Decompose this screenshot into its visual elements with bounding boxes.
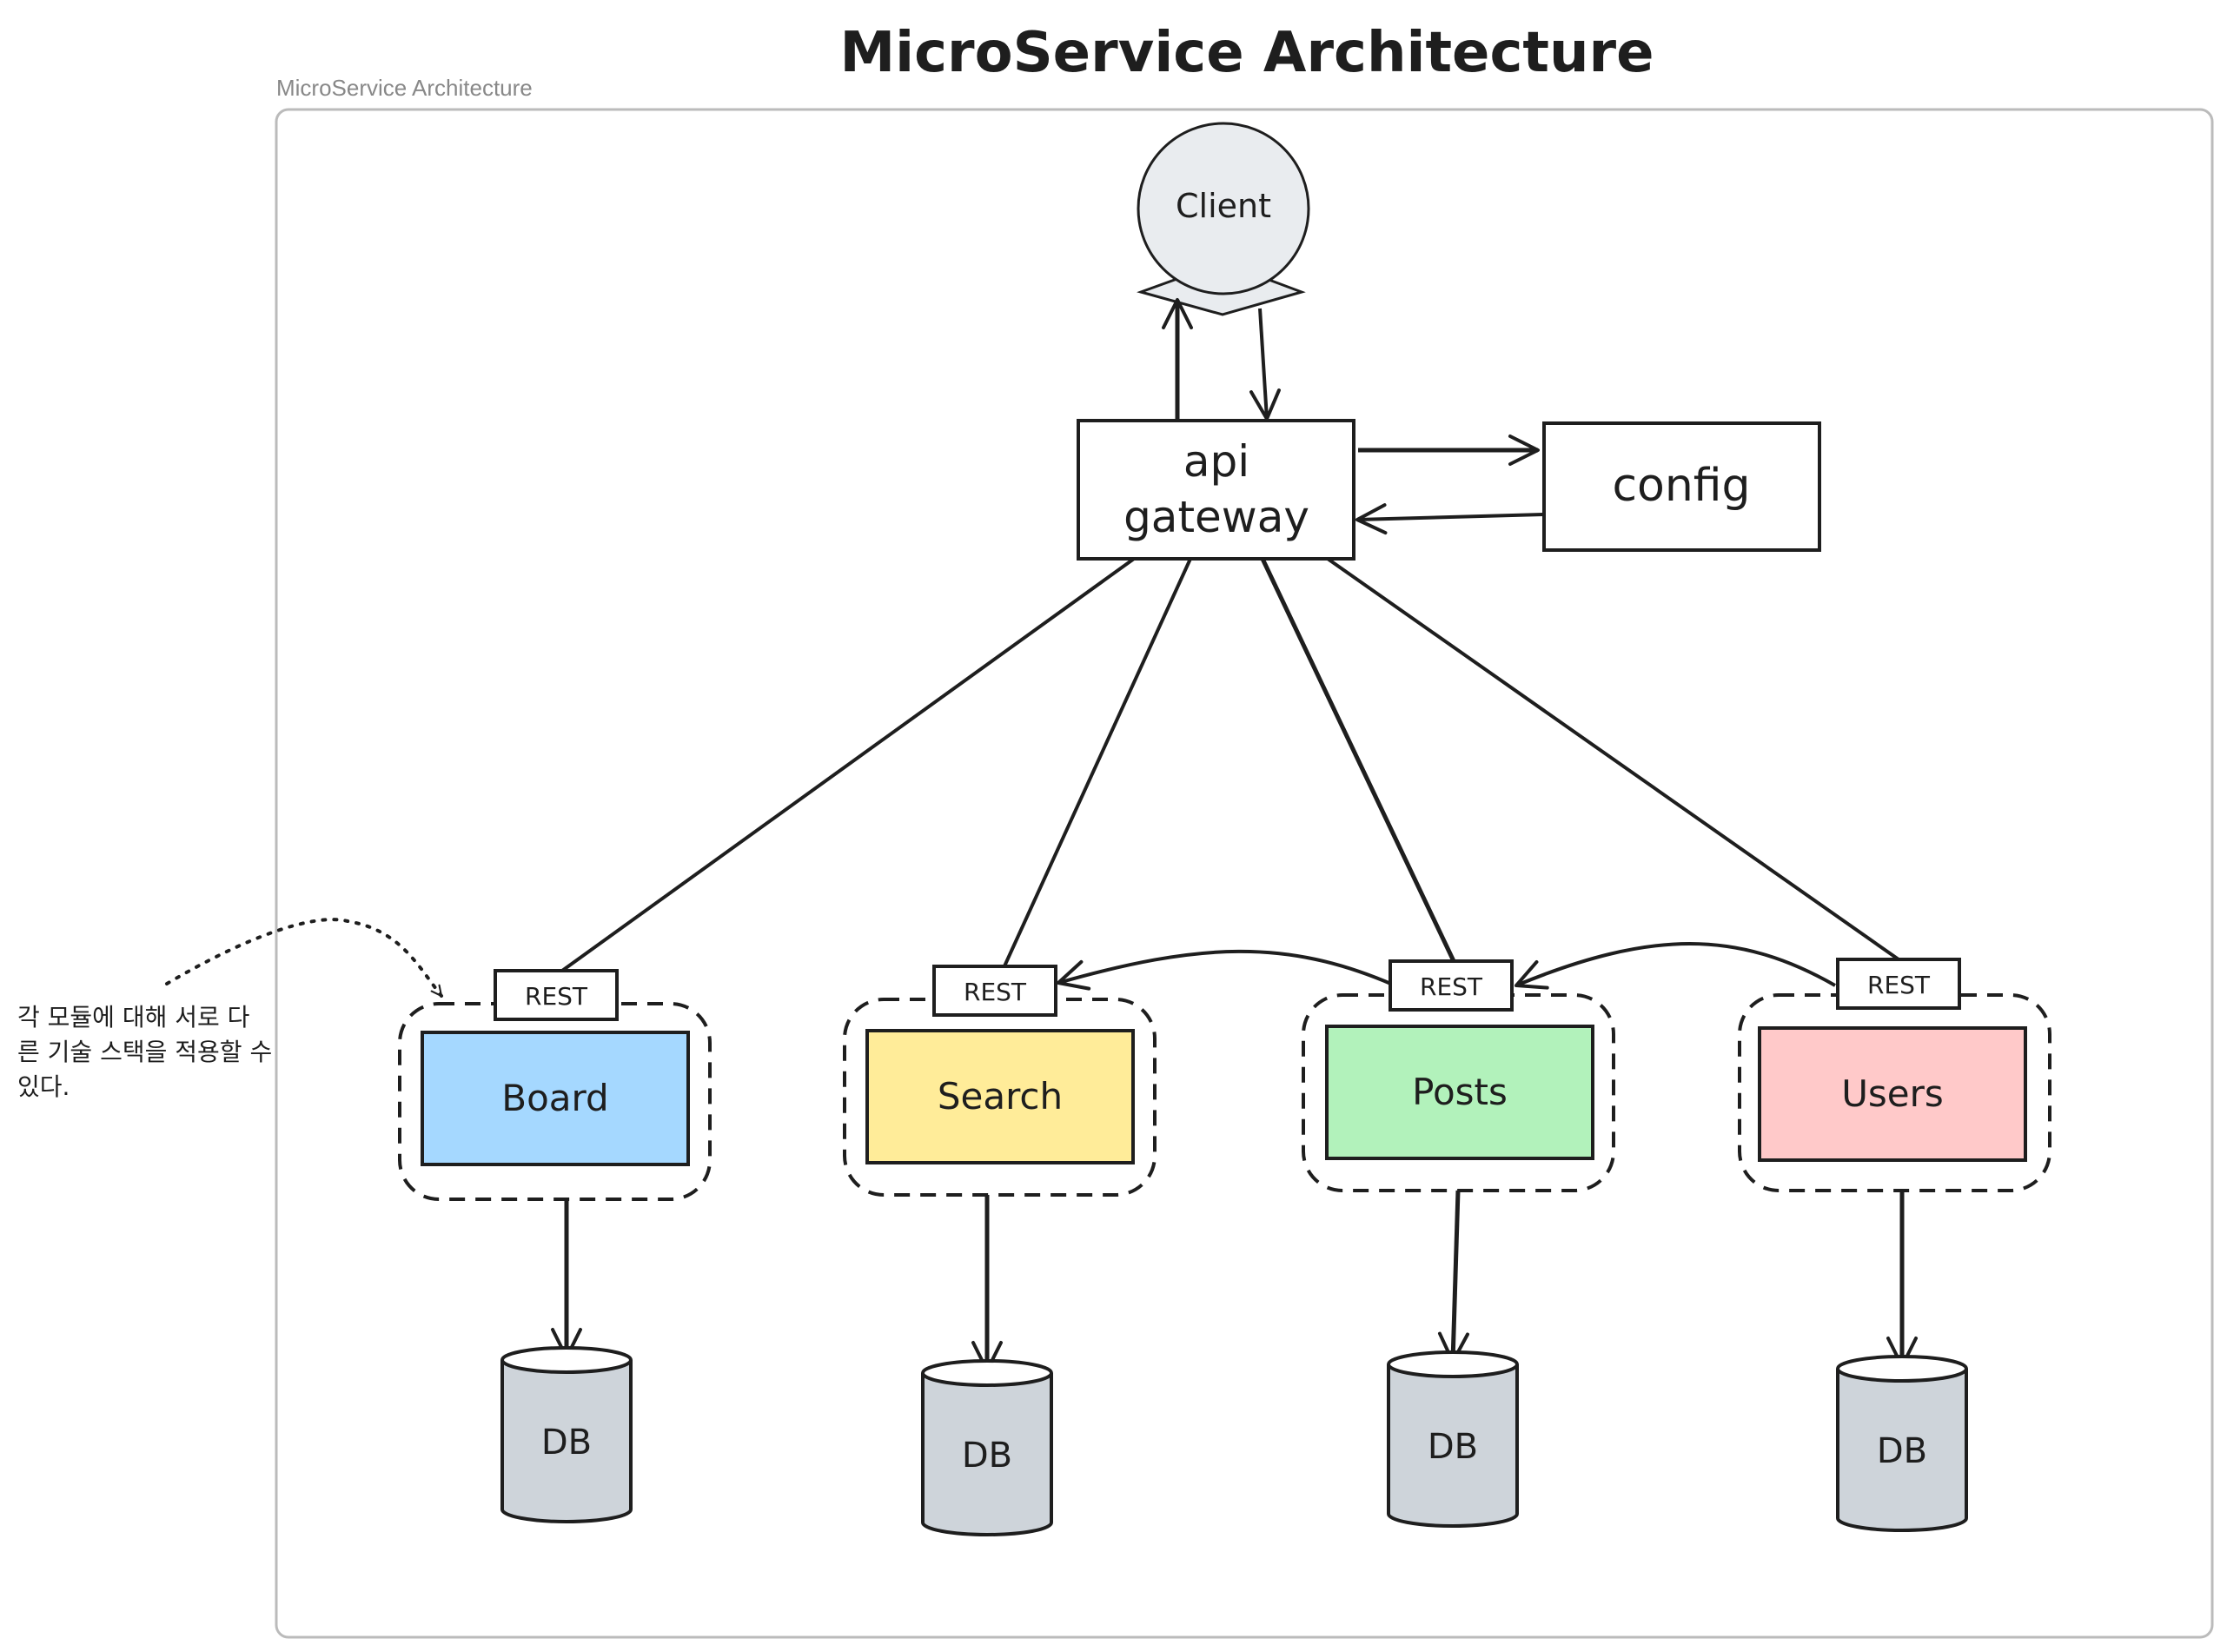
service-posts[interactable]: Posts REST DB <box>1302 959 1615 1528</box>
config-label: config <box>1612 460 1750 512</box>
frame-label: MicroService Architecture <box>276 75 533 101</box>
diagram-title: MicroService Architecture <box>839 21 1654 85</box>
users-service-label: Users <box>1841 1072 1944 1115</box>
annotation-line1: 각 모듈에 대해 서로 다 <box>17 1003 249 1032</box>
gateway-label-line1: api <box>1183 436 1249 487</box>
annotation-line2: 른 기술 스택을 적용할 수 <box>17 1038 272 1066</box>
board-service-box[interactable] <box>421 1031 690 1166</box>
connector-gateway-board <box>560 557 1136 972</box>
search-db-cylinder[interactable]: DB <box>921 1359 1053 1536</box>
board-db-label: DB <box>541 1423 592 1463</box>
posts-rest-box[interactable] <box>1389 959 1514 1012</box>
search-rest-box[interactable] <box>932 965 1057 1017</box>
board-rest-box[interactable] <box>494 969 619 1021</box>
client-label: Client <box>1176 187 1271 225</box>
gateway-label-line2: gateway <box>1123 492 1309 542</box>
search-rest-label: REST <box>964 978 1027 1006</box>
arrow-posts-to-search <box>1057 949 1394 991</box>
service-search[interactable]: Search REST DB <box>843 965 1157 1536</box>
config-node[interactable]: config <box>1542 421 1821 552</box>
connector-gateway-users <box>1326 557 1900 961</box>
annotation-line3: 있다. <box>17 1072 70 1101</box>
users-db-cylinder[interactable]: DB <box>1836 1355 1968 1532</box>
service-users[interactable]: Users REST DB <box>1738 958 2051 1532</box>
search-service-label: Search <box>938 1075 1063 1118</box>
posts-to-db-arrow <box>1437 1190 1469 1363</box>
client-node[interactable]: Client <box>1137 122 1310 316</box>
arrow-users-to-posts <box>1514 942 1836 990</box>
posts-db-label: DB <box>1428 1427 1478 1467</box>
service-board[interactable]: Board REST DB <box>398 969 712 1523</box>
board-service-label: Board <box>501 1077 608 1119</box>
arrow-client-to-gateway <box>1249 308 1281 421</box>
posts-rest-label: REST <box>1420 972 1483 1001</box>
api-gateway-node[interactable]: api gateway <box>1077 419 1355 561</box>
search-service-box[interactable] <box>865 1029 1135 1164</box>
frame-border[interactable] <box>275 108 2214 1639</box>
posts-service-box[interactable] <box>1325 1025 1594 1160</box>
users-service-box[interactable] <box>1758 1026 2027 1162</box>
board-db-cylinder[interactable]: DB <box>500 1346 633 1523</box>
annotation-arrow <box>165 918 443 998</box>
users-db-label: DB <box>1877 1431 1927 1471</box>
connector-gateway-posts <box>1260 557 1456 963</box>
annotation-note[interactable]: 각 모듈에 대해 서로 다 른 기술 스택을 적용할 수 있다. <box>17 1003 272 1101</box>
connector-gateway-search <box>1002 558 1192 969</box>
posts-db-cylinder[interactable]: DB <box>1387 1350 1519 1528</box>
board-rest-label: REST <box>525 982 588 1011</box>
users-rest-box[interactable] <box>1836 958 1961 1010</box>
users-rest-label: REST <box>1867 971 1931 999</box>
arrow-config-to-gateway <box>1355 503 1544 535</box>
posts-service-label: Posts <box>1412 1071 1508 1113</box>
search-db-label: DB <box>962 1436 1012 1476</box>
